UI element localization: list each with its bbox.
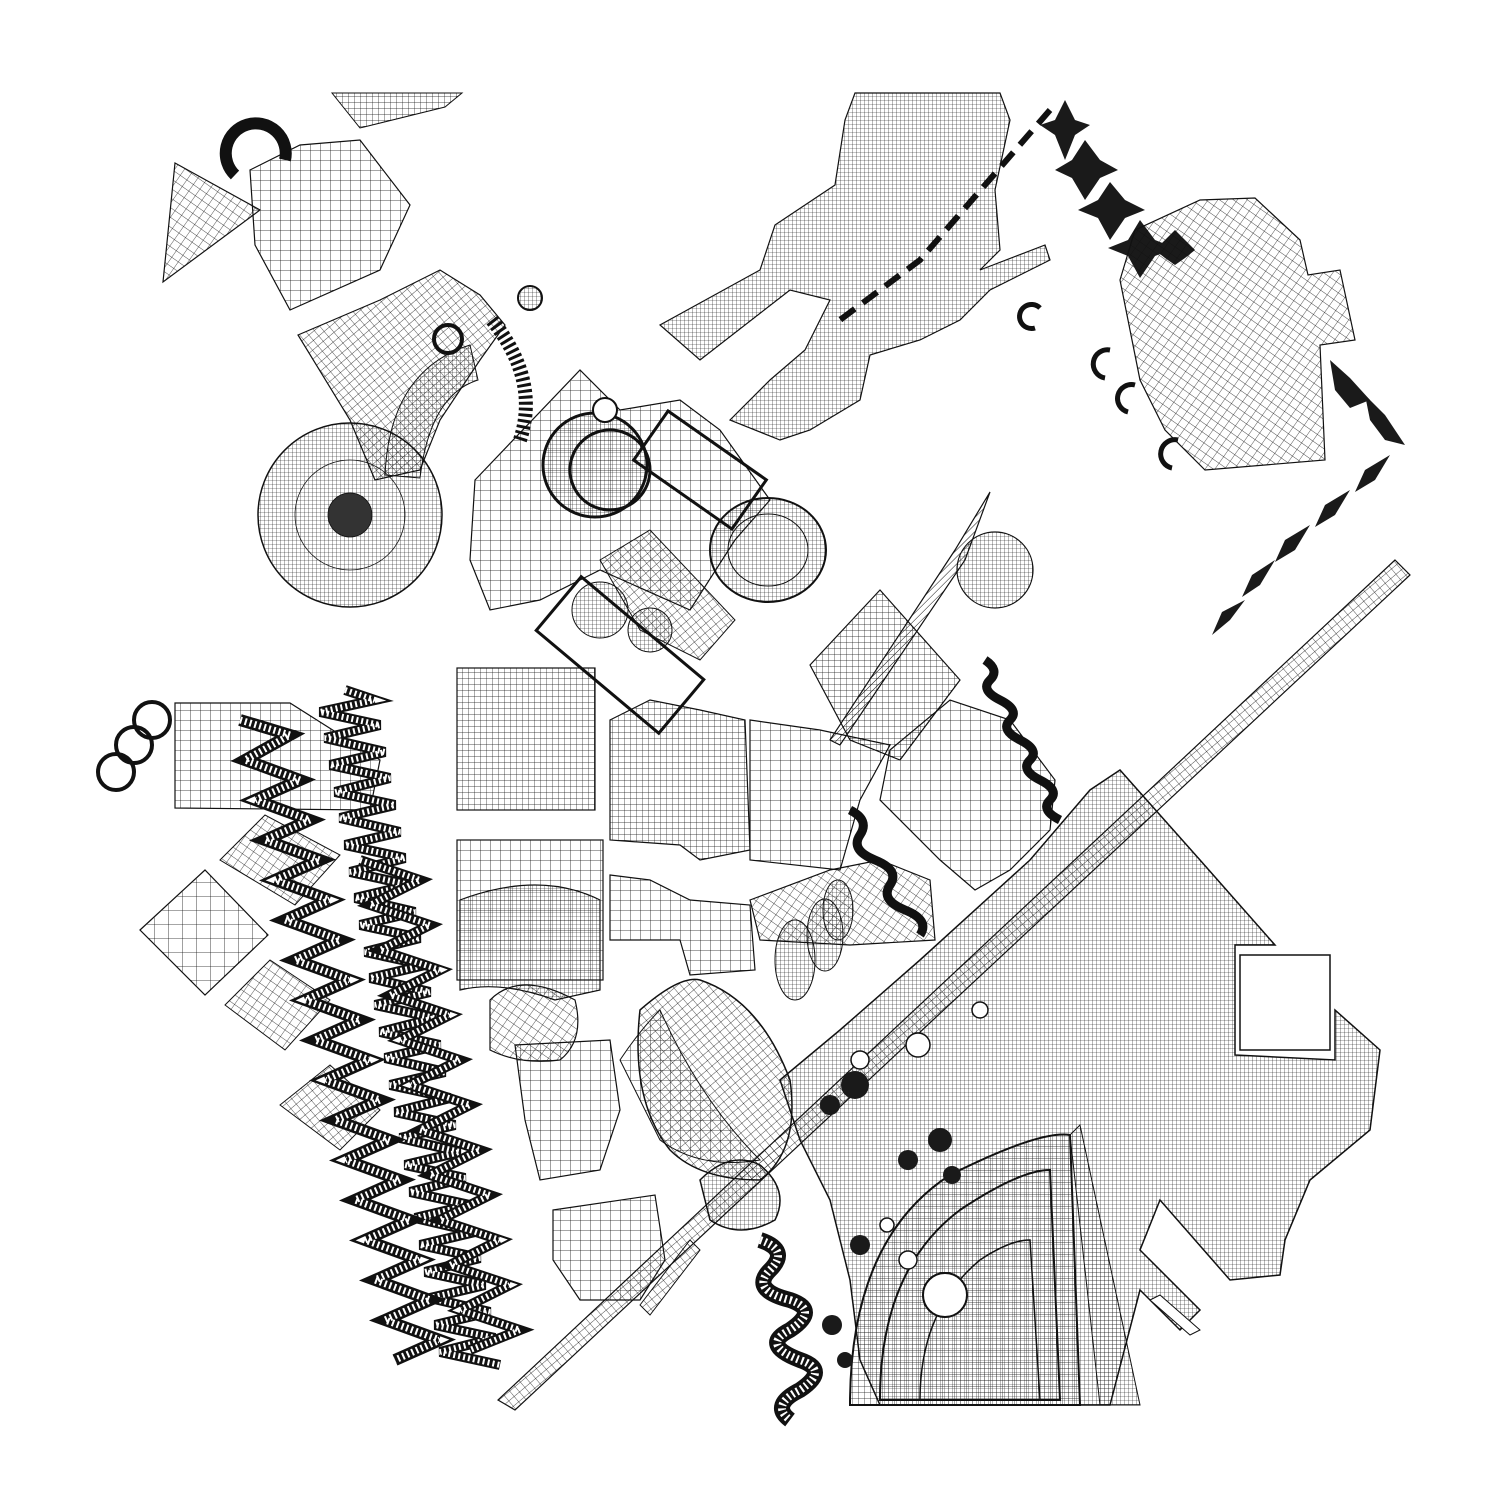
- mesh-diamond-2: [219, 814, 341, 906]
- c-hook-3: [1115, 382, 1136, 415]
- bottom-right-cluster: [779, 769, 1381, 1406]
- spring-column-1: [318, 685, 502, 1370]
- square-cutout: [1239, 954, 1331, 1051]
- spring-column-2: [230, 714, 457, 1366]
- diamond-chain-right: [1212, 360, 1405, 635]
- top-left-cluster: [162, 92, 543, 608]
- coil-wave-1: [982, 656, 1063, 825]
- mesh-panel-2: [749, 719, 891, 871]
- mesh-diamond-3: [224, 959, 331, 1051]
- c-hook-4: [1158, 437, 1179, 471]
- ring-small: [432, 323, 464, 355]
- mesh-pentagon: [249, 139, 411, 311]
- mesh-square-1: [456, 667, 596, 811]
- c-hook-large: [219, 117, 292, 180]
- top-center-cluster: [658, 92, 1051, 441]
- coil-wave-3: [755, 1232, 823, 1427]
- ring-linked-3: [96, 752, 136, 792]
- mesh-triangle: [162, 162, 262, 284]
- c-hook-2: [1090, 347, 1111, 381]
- c-hook-1: [1017, 302, 1042, 331]
- mesh-panel-5: [514, 1039, 621, 1181]
- ring-linked-2: [114, 725, 154, 765]
- diagonal-beam-short: [639, 1239, 701, 1316]
- spring-column-3: [356, 855, 535, 1355]
- center-middle-cluster: [609, 589, 1063, 1001]
- concentric-disc-medium: [709, 497, 827, 603]
- mesh-torn-panel: [609, 699, 751, 861]
- mesh-polygon-right-center: [879, 699, 1056, 891]
- c-hooks-group: [1017, 302, 1179, 471]
- disc-ring-center: [541, 411, 649, 519]
- mesh-diamond-open: [139, 869, 269, 996]
- mesh-irregular-blob: [658, 92, 1051, 441]
- mesh-panel-3: [609, 874, 756, 976]
- disc-small: [517, 285, 543, 311]
- mesh-dense-blob: [459, 884, 601, 1001]
- hole-large: [922, 1272, 968, 1318]
- mesh-polygon-right: [1119, 197, 1356, 471]
- fern-spine: [486, 315, 533, 443]
- mesh-sliver-top: [330, 92, 464, 129]
